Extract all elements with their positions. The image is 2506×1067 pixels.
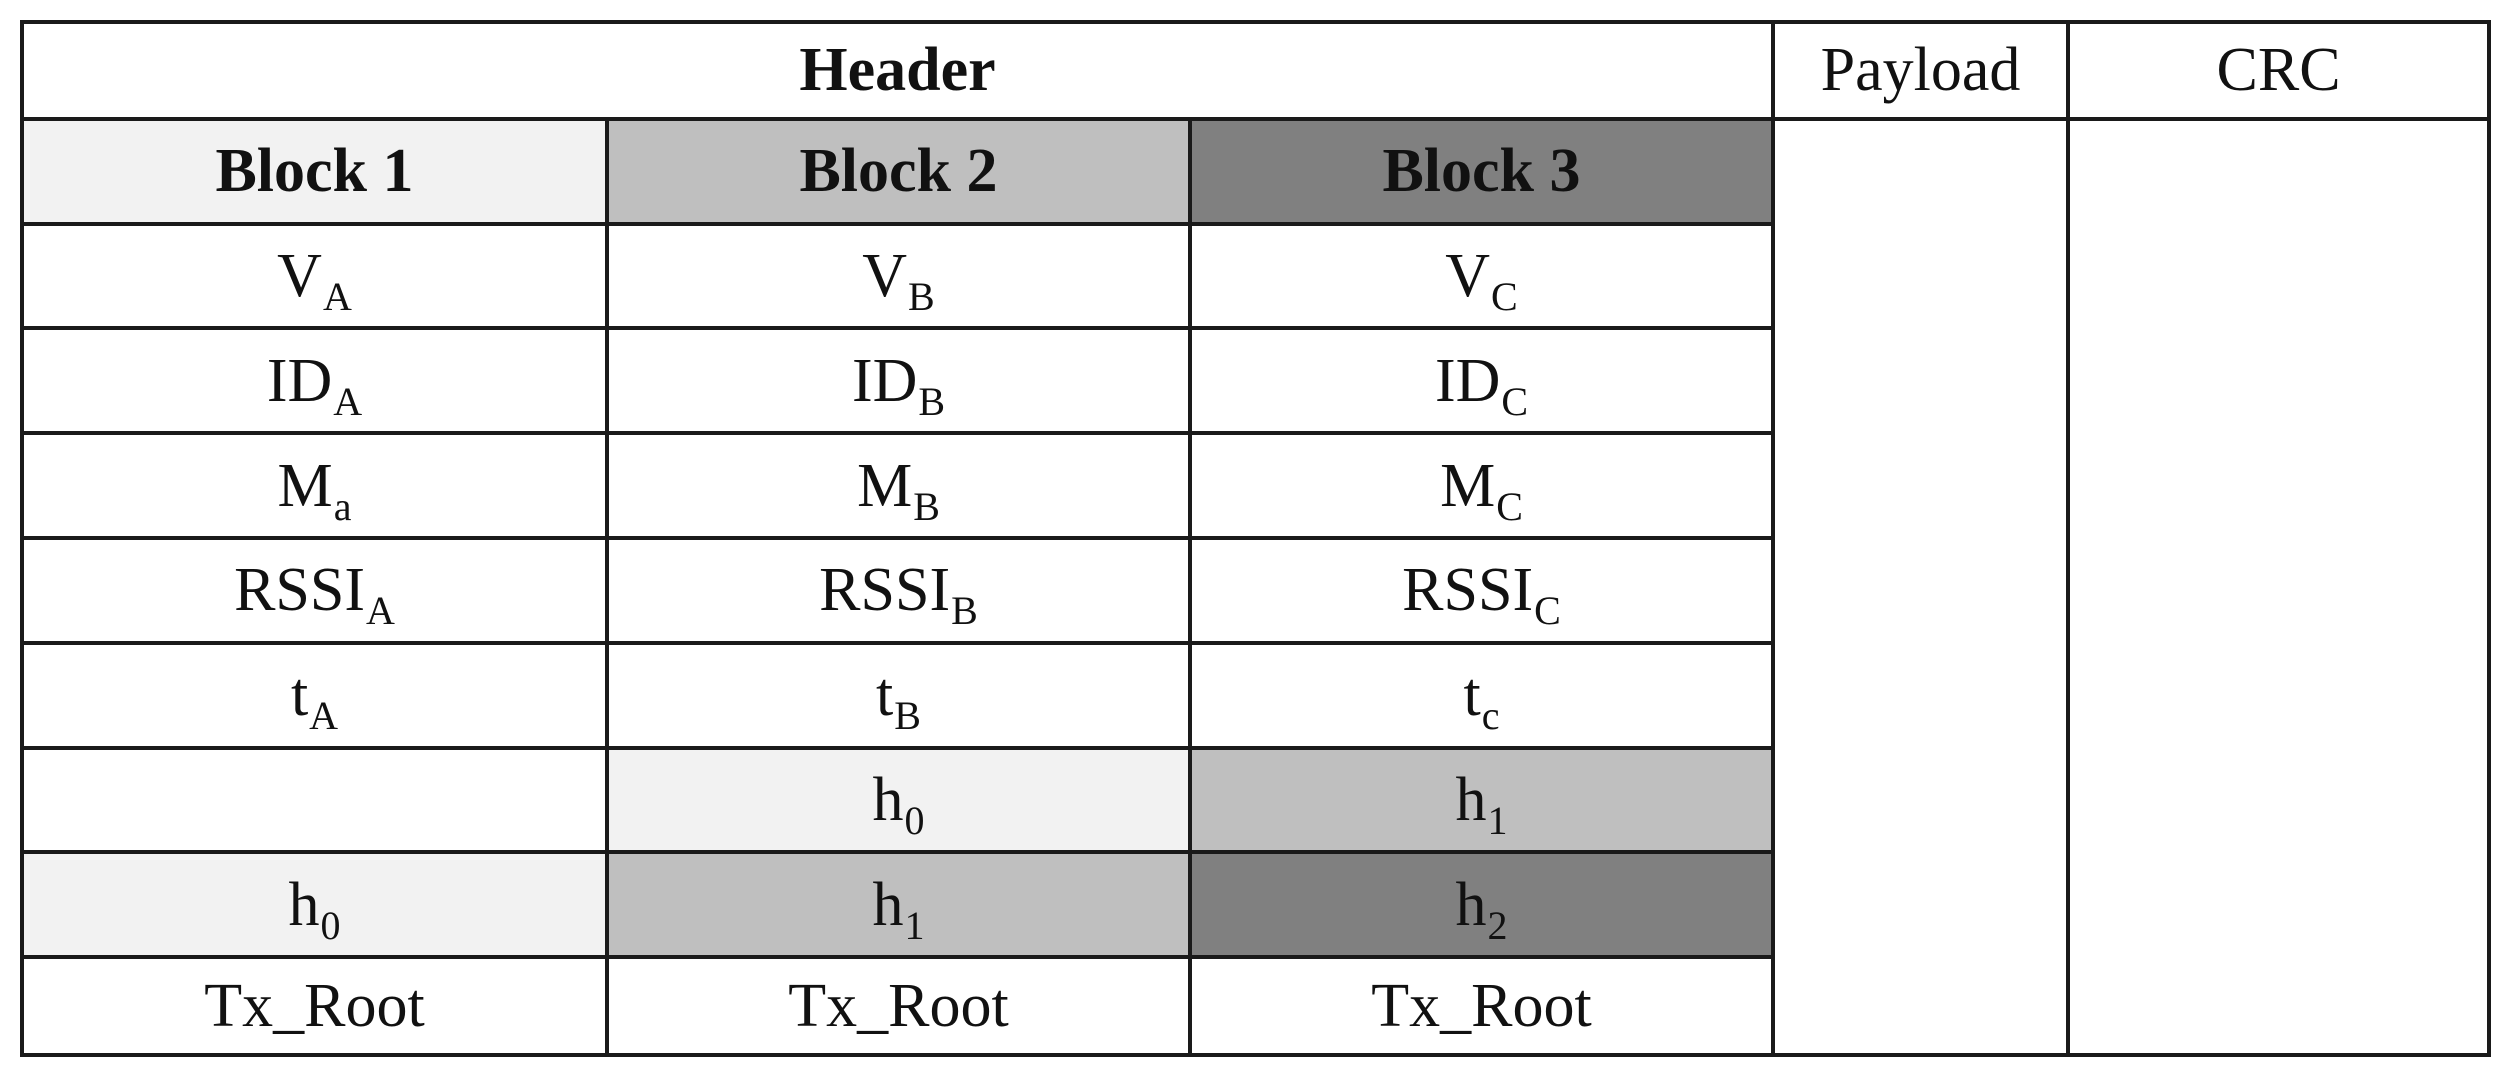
- field-base: h: [872, 765, 904, 834]
- field-base: V: [862, 241, 908, 310]
- field-base: h: [288, 870, 320, 939]
- block-3-rssi: RSSIC: [1187, 535, 1776, 645]
- field-subscript: A: [333, 378, 363, 424]
- block-3-id: IDC: [1187, 326, 1776, 436]
- block-title-row: Block 1 Block 2 Block 3: [20, 116, 2492, 1058]
- block-3-title: Block 3: [1187, 116, 1776, 226]
- field-base: h: [1455, 765, 1487, 834]
- field-subscript: 1: [904, 902, 925, 948]
- field-row-version: VA VB VC: [20, 221, 2489, 331]
- field-subscript: 0: [320, 902, 341, 948]
- packet-structure-table: Header Payload CRC Block 1 Block 2 Block…: [19, 20, 2492, 1058]
- block-2-title: Block 2: [605, 116, 1192, 226]
- block-1-hash: h0: [20, 850, 609, 960]
- field-row-tx-root: Tx_Root Tx_Root Tx_Root: [20, 955, 2489, 1057]
- block-3-prev-hash: h1: [1187, 745, 1776, 855]
- block-3-tx-root: Tx_Root: [1187, 955, 1776, 1057]
- field-subscript: a: [333, 483, 352, 529]
- block-2-rssi: RSSIB: [605, 535, 1192, 645]
- field-base: RSSI: [1402, 556, 1534, 625]
- payload-body: [1771, 116, 2071, 1058]
- block-1-version: VA: [20, 221, 609, 331]
- packet-structure-frame: Header Payload CRC Block 1 Block 2 Block…: [19, 20, 2492, 1058]
- field-subscript: 0: [904, 797, 925, 843]
- field-base: t: [876, 661, 894, 730]
- field-subscript: 2: [1487, 902, 1508, 948]
- block-1-id: IDA: [20, 326, 609, 436]
- field-base: M: [857, 451, 913, 520]
- field-row-m: Ma MB MC: [20, 431, 2489, 540]
- field-base: h: [1455, 870, 1487, 939]
- field-subscript: B: [908, 273, 935, 319]
- field-subscript: C: [1491, 273, 1518, 319]
- field-base: t: [1463, 661, 1481, 730]
- field-base: RSSI: [819, 556, 951, 625]
- field-base: ID: [851, 346, 918, 415]
- field-base: M: [1440, 451, 1496, 520]
- block-3-version: VC: [1187, 221, 1776, 331]
- field-base: ID: [266, 346, 333, 415]
- crc-body: [2066, 116, 2492, 1058]
- block-2-time: tB: [605, 640, 1192, 750]
- field-base: ID: [1434, 346, 1501, 415]
- block-2-m: MB: [605, 431, 1192, 540]
- field-row-hash: h0 h1 h2: [20, 850, 2489, 960]
- block-3-hash: h2: [1187, 850, 1776, 960]
- block-2-version: VB: [605, 221, 1192, 331]
- crc-cell: CRC: [2066, 20, 2492, 121]
- block-1-time: tA: [20, 640, 609, 750]
- field-base: V: [277, 241, 322, 310]
- field-subscript: B: [951, 588, 978, 634]
- field-base: M: [277, 451, 333, 520]
- field-subscript: A: [366, 588, 395, 634]
- field-subscript: B: [894, 693, 921, 739]
- field-base: t: [290, 661, 309, 730]
- payload-cell: Payload: [1771, 20, 2071, 121]
- block-1-rssi: RSSIA: [20, 535, 609, 645]
- field-subscript: B: [913, 483, 940, 529]
- block-2-prev-hash: h0: [605, 745, 1192, 855]
- field-base: RSSI: [234, 556, 366, 625]
- field-subscript: C: [1534, 588, 1561, 634]
- block-3-m: MC: [1187, 431, 1776, 540]
- field-row-rssi: RSSIA RSSIB RSSIC: [20, 535, 2489, 645]
- field-subscript: c: [1481, 693, 1500, 739]
- field-subscript: C: [1501, 378, 1529, 424]
- header-row: Header Payload CRC: [19, 20, 2492, 121]
- block-1-m: Ma: [20, 431, 609, 540]
- field-subscript: A: [309, 693, 339, 739]
- block-1-tx-root: Tx_Root: [20, 955, 609, 1057]
- field-subscript: B: [918, 378, 946, 424]
- block-3-time: tc: [1187, 640, 1776, 750]
- field-subscript: A: [322, 273, 352, 319]
- header-cell: Header: [19, 20, 1776, 121]
- field-subscript: 1: [1487, 797, 1508, 843]
- field-base: h: [872, 870, 904, 939]
- field-row-prev-hash: h0 h1: [20, 745, 2489, 855]
- field-row-id: IDA IDB IDC: [20, 326, 2489, 436]
- block-2-id: IDB: [605, 326, 1192, 436]
- block-1-prev-hash: [20, 745, 609, 855]
- field-subscript: C: [1496, 483, 1523, 529]
- block-2-hash: h1: [605, 850, 1192, 960]
- block-1-title: Block 1: [20, 116, 609, 226]
- field-base: V: [1445, 241, 1491, 310]
- field-row-time: tA tB tc: [20, 640, 2489, 750]
- block-2-tx-root: Tx_Root: [605, 955, 1192, 1057]
